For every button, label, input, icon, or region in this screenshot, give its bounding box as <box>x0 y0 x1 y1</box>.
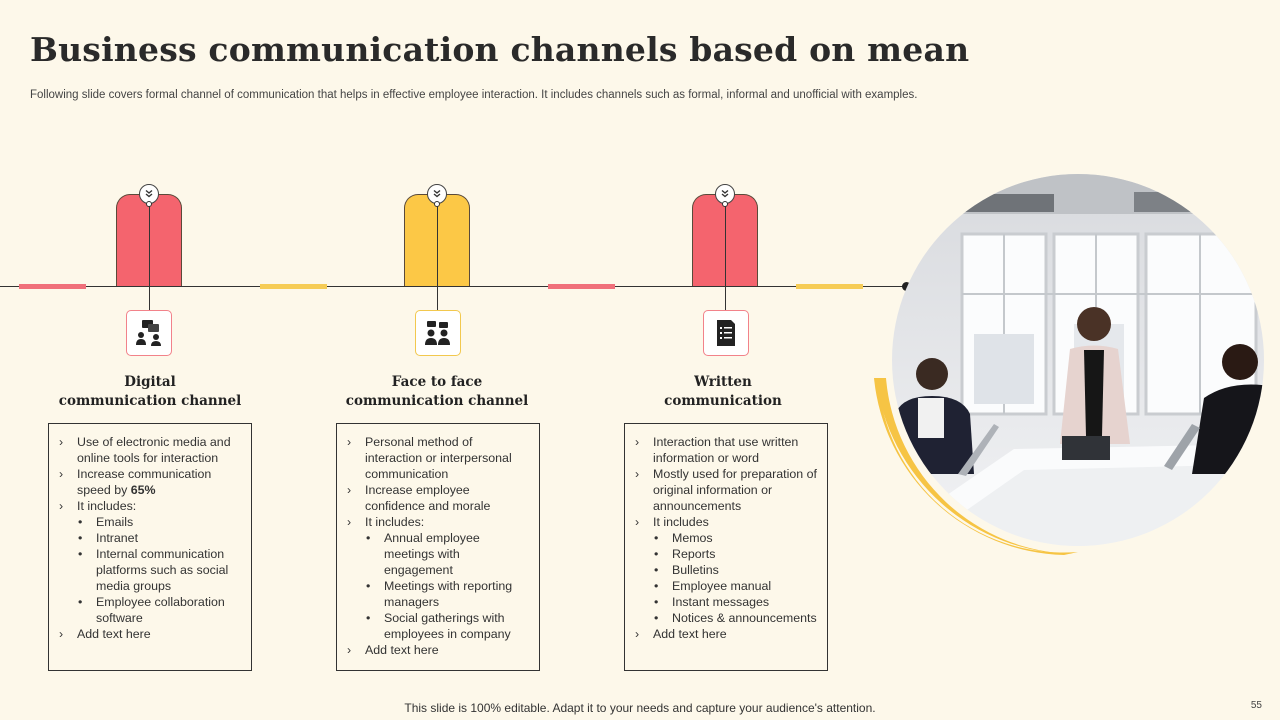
sub-list-item: Annual employee meetings with engagement <box>347 530 529 578</box>
sub-list-item: Social gatherings with employees in comp… <box>347 610 529 642</box>
channel-details-digital: Use of electronic media and online tools… <box>48 423 252 671</box>
face-to-face-icon <box>415 310 461 356</box>
sub-list-item: Instant messages <box>635 594 817 610</box>
connector-line <box>725 203 726 310</box>
written-document-icon <box>703 310 749 356</box>
sub-list-item: Bulletins <box>635 562 817 578</box>
footer-note: This slide is 100% editable. Adapt it to… <box>404 701 876 715</box>
connector-node <box>722 201 728 207</box>
digital-communication-icon <box>126 310 172 356</box>
sub-list-item: Meetings with reporting managers <box>347 578 529 610</box>
slide-subtitle: Following slide covers formal channel of… <box>30 89 918 101</box>
list-item: Interaction that use written information… <box>635 434 817 466</box>
channel-details-face-to-face: Personal method of interaction or interp… <box>336 423 540 671</box>
list-item: Use of electronic media and online tools… <box>59 434 241 466</box>
timeline-line <box>0 286 906 287</box>
connector-node <box>434 201 440 207</box>
sub-list-item: Intranet <box>59 530 241 546</box>
timeline-segment <box>548 284 615 289</box>
connector-line <box>149 203 150 310</box>
timeline-segment <box>796 284 863 289</box>
list-item: Increase communication speed by 65% <box>59 466 241 498</box>
sub-list-item: Memos <box>635 530 817 546</box>
list-item: It includes: <box>59 498 241 514</box>
office-meeting-photo <box>874 174 1270 556</box>
sub-list-item: Employee collaboration software <box>59 594 241 626</box>
sub-list-item: Employee manual <box>635 578 817 594</box>
connector-node <box>146 201 152 207</box>
timeline-segment <box>19 284 86 289</box>
page-number: 55 <box>1250 700 1262 711</box>
timeline-end-dot <box>902 282 911 291</box>
list-item: Increase employee confidence and morale <box>347 482 529 514</box>
add-text-item: Add text here <box>59 626 241 642</box>
slide-title: Business communication channels based on… <box>30 30 970 69</box>
sub-list-item: Notices & announcements <box>635 610 817 626</box>
list-item: It includes <box>635 514 817 530</box>
chevron-double-down-icon <box>427 184 447 204</box>
list-item: It includes: <box>347 514 529 530</box>
sub-list-item: Internal communication platforms such as… <box>59 546 241 594</box>
add-text-item: Add text here <box>635 626 817 642</box>
channel-details-written: Interaction that use written information… <box>624 423 828 671</box>
sub-list-item: Reports <box>635 546 817 562</box>
list-item: Personal method of interaction or interp… <box>347 434 529 482</box>
connector-line <box>437 203 438 310</box>
timeline-segment <box>260 284 327 289</box>
sub-list-item: Emails <box>59 514 241 530</box>
add-text-item: Add text here <box>347 642 529 658</box>
list-item: Mostly used for preparation of original … <box>635 466 817 514</box>
